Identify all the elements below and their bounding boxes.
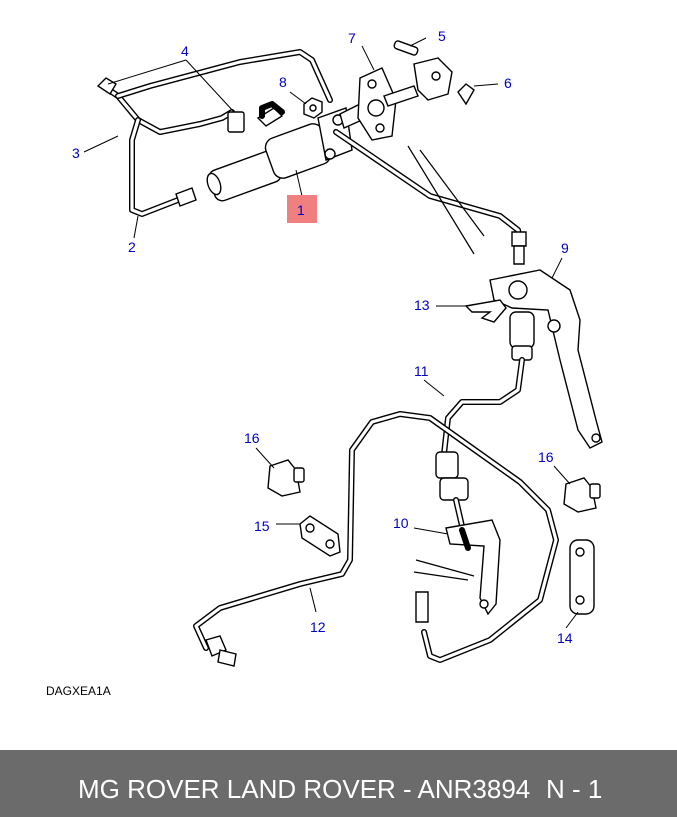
callout-12[interactable]: 12	[310, 619, 326, 635]
plate-15	[299, 515, 341, 557]
parts-diagram: 1 2 3 4 5 6 7 8 9 10 11 12 13 14 15 16 1…	[72, 28, 603, 667]
callout-11[interactable]: 11	[414, 363, 429, 379]
pipe-12	[193, 411, 559, 667]
footer-page-number: N - 1	[546, 774, 603, 804]
pipe-master-to-hose	[333, 129, 527, 265]
callout-6[interactable]: 6	[504, 75, 512, 91]
hose-11	[435, 311, 535, 529]
callout-14[interactable]: 14	[557, 630, 573, 646]
callout-1[interactable]: 1	[297, 202, 305, 218]
callout-2[interactable]: 2	[128, 239, 136, 255]
drawing-code: DAGXEA1A	[46, 684, 111, 698]
callout-labels: 1 2 3 4 5 6 7 8 9 10 11 12 13 14 15 16 1…	[72, 28, 573, 646]
nut-8	[303, 97, 323, 119]
callout-9[interactable]: 9	[561, 240, 569, 256]
clip-16-left	[267, 459, 305, 497]
leader-lines	[83, 37, 579, 629]
callout-5[interactable]: 5	[438, 28, 446, 44]
footer-title: MG ROVER LAND ROVER - ANR3894	[78, 774, 531, 804]
clip-16-right	[563, 477, 601, 513]
callout-1-highlight	[287, 195, 317, 223]
mounting-flange-7	[357, 67, 419, 141]
callout-10[interactable]: 10	[393, 515, 409, 531]
pipe-2	[129, 117, 197, 217]
callout-7[interactable]: 7	[348, 30, 356, 46]
master-cylinder	[206, 101, 363, 202]
callout-3[interactable]: 3	[72, 145, 80, 161]
clip-13	[464, 299, 507, 323]
callout-13[interactable]: 13	[414, 297, 430, 313]
bracket-10	[445, 519, 501, 616]
callout-4[interactable]: 4	[181, 43, 189, 59]
break-lines-lower	[413, 559, 475, 581]
bracket-9	[489, 269, 603, 449]
callout-16-right[interactable]: 16	[538, 449, 554, 465]
clip-6	[457, 83, 475, 106]
pipe-3	[96, 49, 333, 135]
callout-8[interactable]: 8	[279, 74, 287, 90]
plate-14	[569, 539, 595, 615]
callout-16-left[interactable]: 16	[244, 430, 260, 446]
footer-bar: MG ROVER LAND ROVER - ANR3894 N - 1	[0, 750, 677, 817]
break-lines	[407, 145, 485, 255]
callout-15[interactable]: 15	[254, 518, 270, 534]
clevis-pin-5	[393, 40, 453, 101]
